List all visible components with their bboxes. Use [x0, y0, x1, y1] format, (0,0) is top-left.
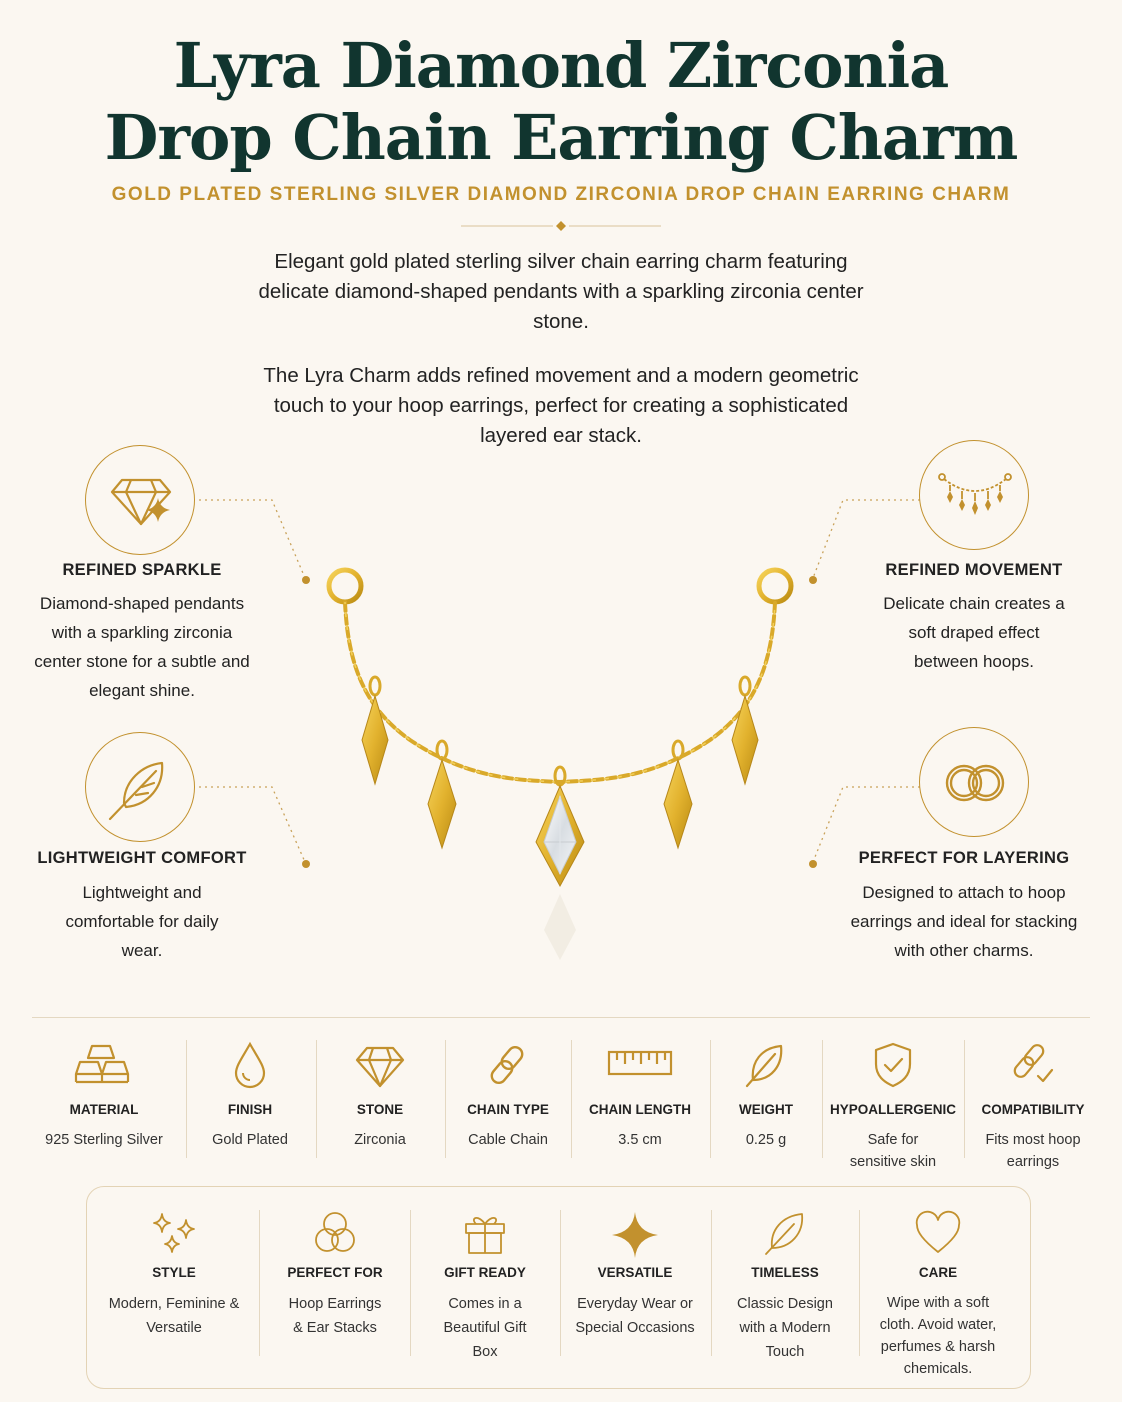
- feature-text-layering: Designed to attach to hoop earrings and …: [850, 883, 1078, 960]
- detail-label: TIMELESS: [751, 1265, 819, 1280]
- spec-material: MATERIAL 925 Sterling Silver: [30, 1035, 178, 1175]
- spec-separator: [186, 1040, 187, 1158]
- gift-icon: [465, 1217, 505, 1254]
- sparkles-icon: [153, 1213, 195, 1253]
- spec-label: COMPATIBILITY: [981, 1102, 1085, 1117]
- spec-chain-type: CHAIN TYPE Cable Chain: [448, 1035, 568, 1175]
- drop-icon: [234, 1041, 266, 1089]
- detail-label: CARE: [918, 1265, 958, 1280]
- detail-label: VERSATILE: [597, 1265, 673, 1280]
- page-title: Lyra Diamond Zirconia Drop Chain Earring…: [0, 30, 1122, 174]
- feature-title-layering: PERFECT FOR LAYERING: [858, 849, 1070, 867]
- gold-bars-icon: [74, 1044, 130, 1084]
- spec-stone: STONE Zirconia: [320, 1035, 440, 1175]
- feature-text-movement: Delicate chain creates a soft draped eff…: [883, 594, 1065, 671]
- detail-timeless: TIMELESS Classic Design with a Modern To…: [712, 1198, 858, 1378]
- spec-separator: [964, 1040, 965, 1158]
- spec-separator: [822, 1040, 823, 1158]
- spec-label: MATERIAL: [69, 1102, 139, 1117]
- diamond-icon: [355, 1046, 405, 1088]
- spec-finish: FINISH Gold Plated: [190, 1035, 310, 1175]
- feature-title-sparkle: REFINED SPARKLE: [62, 561, 222, 579]
- detail-label: PERFECT FOR: [287, 1265, 383, 1280]
- feather-icon: [85, 732, 195, 842]
- spec-label: WEIGHT: [739, 1102, 793, 1117]
- detail-value: Everyday Wear or Special Occasions: [575, 1296, 695, 1336]
- feature-text-sparkle: Diamond-shaped pendants with a sparkling…: [34, 594, 250, 700]
- spec-chain-length: CHAIN LENGTH 3.5 cm: [574, 1035, 706, 1175]
- spec-label: HYPOALLERGENIC: [829, 1102, 956, 1117]
- detail-separator: [859, 1210, 860, 1356]
- detail-style: STYLE Modern, Feminine & Versatile: [96, 1198, 252, 1378]
- spec-separator: [571, 1040, 572, 1158]
- page-subtitle: GOLD PLATED STERLING SILVER DIAMOND ZIRC…: [111, 184, 1011, 205]
- spec-value: Fits most hoop earrings: [985, 1132, 1081, 1170]
- spec-value: Zirconia: [354, 1132, 406, 1148]
- intro-paragraph-2: The Lyra Charm adds refined movement and…: [263, 364, 859, 447]
- detail-versatile: VERSATILE Everyday Wear or Special Occas…: [562, 1198, 708, 1378]
- intro-paragraph-1: Elegant gold plated sterling silver chai…: [258, 250, 864, 333]
- charm-illustration: [326, 567, 794, 960]
- spec-weight: WEIGHT 0.25 g: [712, 1035, 820, 1175]
- title-line-2: Drop Chain Earring Charm: [104, 101, 1019, 174]
- detail-label: GIFT READY: [444, 1265, 526, 1280]
- shield-check-icon: [874, 1042, 912, 1088]
- feature-title-movement: REFINED MOVEMENT: [885, 561, 1063, 579]
- spec-value: 925 Sterling Silver: [45, 1132, 163, 1148]
- detail-value: Modern, Feminine & Versatile: [108, 1296, 240, 1336]
- detail-gift-ready: GIFT READY Comes in a Beautiful Gift Box: [412, 1198, 558, 1378]
- spec-value: Cable Chain: [468, 1132, 548, 1148]
- title-line-1: Lyra Diamond Zirconia: [173, 29, 950, 102]
- detail-value: Hoop Earrings & Ear Stacks: [288, 1296, 382, 1336]
- spec-value: Gold Plated: [212, 1132, 288, 1148]
- heart-icon: [915, 1210, 961, 1253]
- detail-perfect-for: PERFECT FOR Hoop Earrings & Ear Stacks: [262, 1198, 408, 1378]
- ruler-icon: [607, 1050, 673, 1076]
- detail-value: Classic Design with a Modern Touch: [737, 1296, 833, 1360]
- spec-value: 0.25 g: [745, 1132, 787, 1148]
- spec-separator: [710, 1040, 711, 1158]
- star-icon: [612, 1212, 658, 1258]
- spec-label: CHAIN LENGTH: [589, 1102, 691, 1117]
- detail-panel: [86, 1186, 1031, 1389]
- spec-label: CHAIN TYPE: [467, 1102, 549, 1117]
- detail-value: Comes in a Beautiful Gift Box: [443, 1296, 527, 1360]
- spec-separator: [316, 1040, 317, 1158]
- link-icon: [490, 1045, 524, 1085]
- spec-compatibility: COMPATIBILITY Fits most hoop earrings: [968, 1035, 1098, 1175]
- spec-value: Safe for sensitive skin: [849, 1132, 937, 1170]
- detail-value: Wipe with a soft cloth. Avoid water, per…: [879, 1295, 997, 1377]
- spec-label: STONE: [356, 1102, 404, 1117]
- diamond-sparkle-icon: [85, 445, 195, 555]
- detail-separator: [259, 1210, 260, 1356]
- spec-hypoallergenic: HYPOALLERGENIC Safe for sensitive skin: [826, 1035, 960, 1175]
- detail-separator: [410, 1210, 411, 1356]
- detail-separator: [560, 1210, 561, 1356]
- section-divider: [32, 1017, 1090, 1018]
- link-check-icon: [1013, 1044, 1054, 1083]
- spec-separator: [445, 1040, 446, 1158]
- divider-ornament: [461, 221, 661, 231]
- chain-icon: [919, 440, 1029, 550]
- circles-icon: [315, 1212, 355, 1252]
- feature-text-comfort: Lightweight and comfortable for daily we…: [65, 883, 219, 960]
- spec-label: FINISH: [227, 1102, 273, 1117]
- detail-separator: [711, 1210, 712, 1356]
- spec-value: 3.5 cm: [618, 1132, 662, 1148]
- detail-care: CARE Wipe with a soft cloth. Avoid water…: [862, 1198, 1014, 1378]
- rings-icon: [919, 727, 1029, 837]
- feature-title-comfort: LIGHTWEIGHT COMFORT: [37, 849, 247, 867]
- leaf-icon: [745, 1044, 783, 1088]
- leaf-icon: [765, 1213, 803, 1255]
- detail-label: STYLE: [152, 1265, 196, 1280]
